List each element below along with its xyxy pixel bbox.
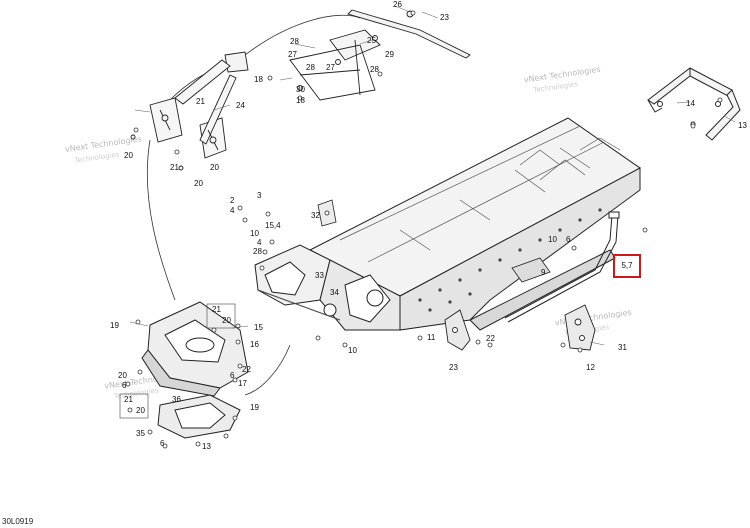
callout: 14: [686, 99, 695, 108]
callout-group-boxes: [119, 303, 236, 419]
callout: 18: [254, 75, 263, 84]
callout: 32: [311, 211, 320, 220]
callout: 23: [440, 13, 449, 22]
callout: 28: [253, 247, 262, 256]
rear-rod: [505, 212, 619, 322]
callout: 10: [548, 235, 557, 244]
fasteners: [126, 11, 722, 448]
callout: 13: [202, 442, 211, 451]
callout: 24: [236, 101, 245, 110]
callout: 10: [348, 346, 357, 355]
callout: 28: [370, 65, 379, 74]
highlighted-callout-label: 5,7: [621, 261, 633, 270]
callout: 11: [427, 333, 436, 342]
callout: 20: [124, 151, 133, 160]
callout: 15: [254, 323, 263, 332]
callout: 19: [110, 321, 119, 330]
callout: 22: [242, 365, 251, 374]
callout: 6: [566, 235, 571, 244]
rear-bumper: [648, 68, 740, 140]
front-nose: [142, 302, 248, 396]
callout: 6: [160, 439, 165, 448]
callout: 20: [118, 371, 127, 380]
callout: 4: [257, 238, 262, 247]
rear-suspension-bracket: [565, 305, 595, 350]
front-frame: [255, 245, 400, 330]
steering-post-bracket: [131, 60, 236, 170]
callout: 31: [618, 343, 627, 352]
callout: 21: [196, 97, 205, 106]
callout: 33: [315, 271, 324, 280]
callout: 36: [172, 395, 181, 404]
callout: 28: [290, 37, 299, 46]
callout: 20: [136, 406, 145, 415]
callout: 6: [122, 381, 127, 390]
callout: 30: [296, 85, 305, 94]
handlebar-assembly: [225, 10, 470, 100]
callout: 17: [238, 379, 247, 388]
callout: 19: [250, 403, 259, 412]
callout: 2: [230, 196, 235, 205]
callout: 3: [257, 191, 262, 200]
highlighted-callout-box[interactable]: 5,7: [613, 254, 641, 278]
callout: 12: [586, 363, 595, 372]
callout: 26: [393, 0, 402, 9]
bracket-32: [318, 200, 336, 226]
callout: 21: [212, 305, 221, 314]
bracket-9: [512, 258, 550, 282]
callout: 4: [230, 206, 235, 215]
callout: 35: [136, 429, 145, 438]
callout: 28: [306, 63, 315, 72]
side-bracket: [445, 310, 470, 350]
drawing-code: 30L0919: [2, 517, 34, 526]
callout: 20: [194, 179, 203, 188]
callout: 21: [124, 395, 133, 404]
callout: 27: [326, 63, 335, 72]
callout: 27: [288, 50, 297, 59]
callout: 20: [222, 316, 231, 325]
callout: 6: [230, 371, 235, 380]
callout: 34: [330, 288, 339, 297]
callout: 9: [541, 268, 546, 277]
callout: 20: [210, 163, 219, 172]
callout: 18: [296, 96, 305, 105]
callout: 22: [486, 334, 495, 343]
skid-plate: [158, 395, 240, 438]
callout: 13: [738, 121, 747, 130]
watermark: Technologies: [73, 151, 120, 165]
callout: 21: [170, 163, 179, 172]
leader-lines: [129, 5, 736, 346]
callout: 23: [449, 363, 458, 372]
callout: 29: [385, 50, 394, 59]
callout: 15,4: [265, 221, 281, 230]
callout: 16: [250, 340, 259, 349]
callout: 25: [367, 36, 376, 45]
callout: 10: [250, 229, 259, 238]
callout-labels: 26 23 28 25 27 29 28 27 28 18 30 18 21 2…: [110, 0, 747, 451]
